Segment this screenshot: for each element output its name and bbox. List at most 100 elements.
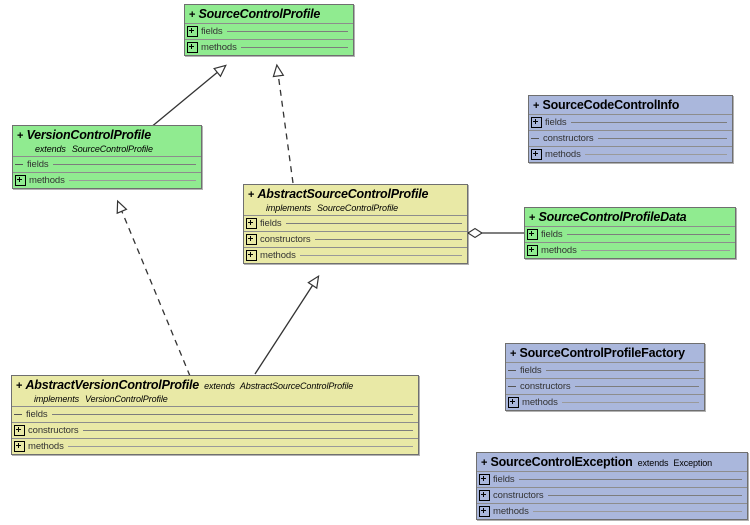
section-fields[interactable]: fields (506, 362, 704, 378)
class-name: AbstractSourceControlProfile (257, 187, 429, 201)
expand-icon[interactable] (14, 441, 25, 452)
section-methods[interactable]: methods (12, 438, 418, 454)
class-box-source-code-control-info[interactable]: +SourceCodeControlInfo fields constructo… (528, 95, 733, 163)
section-methods[interactable]: methods (244, 247, 467, 263)
section-fields[interactable]: fields (244, 215, 467, 231)
section-label: fields (541, 229, 563, 240)
implements-keyword: implements (266, 203, 312, 213)
section-label: methods (545, 149, 581, 160)
section-rule (226, 31, 348, 32)
section-methods[interactable]: methods (525, 242, 735, 258)
class-sections: fields methods (13, 156, 201, 188)
expand-icon[interactable] (479, 490, 490, 501)
section-constructors[interactable]: constructors (529, 130, 732, 146)
expand-icon[interactable] (527, 229, 538, 240)
section-constructors[interactable]: constructors (244, 231, 467, 247)
class-sections: fields constructors methods (12, 406, 418, 454)
class-header: +SourceControlProfileData (525, 208, 735, 226)
class-box-source-control-profile-factory[interactable]: +SourceControlProfileFactory fields cons… (505, 343, 705, 411)
class-name: VersionControlProfile (26, 128, 151, 142)
section-rule (532, 511, 742, 512)
section-rule (299, 255, 462, 256)
expand-icon[interactable] (479, 474, 490, 485)
section-label: constructors (493, 490, 544, 501)
section-rule (82, 430, 413, 431)
extends-target: AbstractSourceControlProfile (239, 381, 354, 391)
section-fields[interactable]: fields (12, 406, 418, 422)
section-rule (584, 154, 727, 155)
expand-icon[interactable] (187, 42, 198, 53)
section-label: fields (260, 218, 282, 229)
class-name: SourceControlProfile (198, 7, 321, 21)
expand-icon[interactable] (508, 397, 519, 408)
expand-icon[interactable] (15, 175, 26, 186)
leaf-dash-icon (15, 160, 24, 169)
section-label: methods (260, 250, 296, 261)
class-box-source-control-profile-data[interactable]: +SourceControlProfileData fields methods (524, 207, 736, 259)
section-label: fields (26, 409, 48, 420)
class-header: +AbstractSourceControlProfile (244, 185, 467, 203)
section-constructors[interactable]: constructors (12, 422, 418, 438)
section-methods[interactable]: methods (477, 503, 747, 519)
section-methods[interactable]: methods (529, 146, 732, 162)
visibility-marker: + (510, 348, 517, 360)
class-name: SourceControlException (490, 455, 633, 469)
edge-realization-ascp-to-scp (272, 63, 294, 184)
leaf-dash-icon (531, 134, 540, 143)
section-label: constructors (260, 234, 311, 245)
class-box-source-control-profile[interactable]: +SourceControlProfile fields methods (184, 4, 354, 56)
extends-keyword: extends (637, 458, 669, 468)
section-fields[interactable]: fields (185, 23, 353, 39)
class-sections: fields methods (525, 226, 735, 258)
section-label: methods (28, 441, 64, 452)
expand-icon[interactable] (531, 149, 542, 160)
leaf-dash-icon (508, 382, 517, 391)
section-methods[interactable]: methods (13, 172, 201, 188)
class-box-abstract-source-control-profile[interactable]: +AbstractSourceControlProfile implements… (243, 184, 468, 264)
section-label: constructors (543, 133, 594, 144)
class-sections: fields methods (185, 23, 353, 55)
visibility-marker: + (248, 189, 255, 201)
expand-icon[interactable] (527, 245, 538, 256)
section-rule (68, 180, 196, 181)
expand-icon[interactable] (14, 425, 25, 436)
section-label: methods (29, 175, 65, 186)
expand-icon[interactable] (187, 26, 198, 37)
section-label: fields (201, 26, 223, 37)
expand-icon[interactable] (246, 218, 257, 229)
section-rule (285, 223, 462, 224)
section-constructors[interactable]: constructors (477, 487, 747, 503)
section-constructors[interactable]: constructors (506, 378, 704, 394)
section-label: methods (201, 42, 237, 53)
extends-target: SourceControlProfile (71, 144, 153, 154)
expand-icon[interactable] (531, 117, 542, 128)
implements-target: VersionControlProfile (85, 394, 168, 404)
section-methods[interactable]: methods (185, 39, 353, 55)
section-methods[interactable]: methods (506, 394, 704, 410)
section-fields[interactable]: fields (525, 226, 735, 242)
class-sections: fields constructors methods (529, 114, 732, 162)
section-rule (574, 386, 699, 387)
edge-generalization-avcp-to-ascp (254, 274, 320, 375)
class-name: SourceControlProfileData (538, 210, 687, 224)
expand-icon[interactable] (246, 234, 257, 245)
section-fields[interactable]: fields (529, 114, 732, 130)
expand-icon[interactable] (479, 506, 490, 517)
section-label: fields (493, 474, 515, 485)
edge-realization-avcp-to-vcp (116, 199, 191, 377)
visibility-marker: + (16, 380, 23, 392)
visibility-marker: + (529, 212, 536, 224)
section-fields[interactable]: fields (477, 471, 747, 487)
class-sections: fields constructors methods (244, 215, 467, 263)
section-fields[interactable]: fields (13, 156, 201, 172)
expand-icon[interactable] (246, 250, 257, 261)
visibility-marker: + (533, 100, 540, 112)
